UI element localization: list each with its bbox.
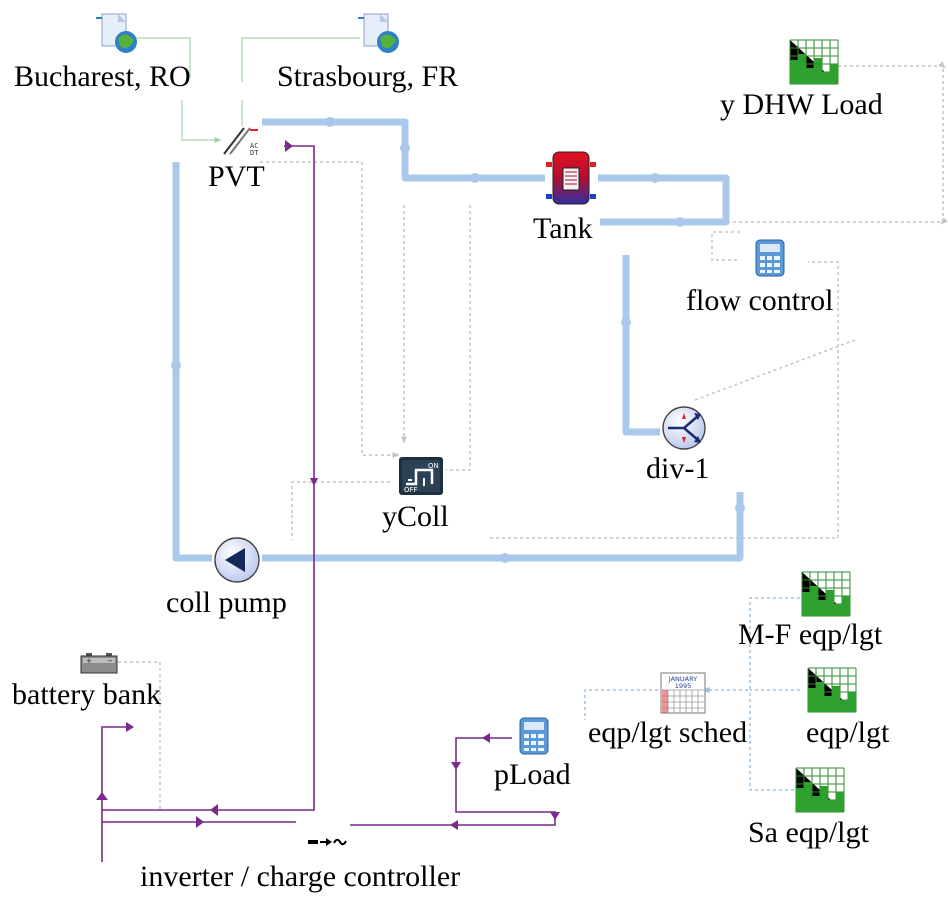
mf-eqp-label: M-F eqp/lgt xyxy=(738,618,883,651)
div-1-label: div-1 xyxy=(646,452,710,485)
profile-chart-icon[interactable] xyxy=(788,38,840,86)
bucharest-label: Bucharest, RO xyxy=(14,60,191,93)
svg-text:OFF: OFF xyxy=(404,486,418,494)
svg-text:ON: ON xyxy=(428,462,439,470)
battery-icon[interactable]: +− xyxy=(80,652,120,674)
weather-file-icon[interactable] xyxy=(96,12,144,56)
strasbourg-label: Strasbourg, FR xyxy=(277,60,459,93)
profile-chart-icon[interactable] xyxy=(800,570,852,618)
battery-bank-label: battery bank xyxy=(12,678,162,711)
profile-chart-icon[interactable] xyxy=(806,666,858,714)
svg-text:+: + xyxy=(86,657,92,665)
electric-arrows xyxy=(96,140,560,830)
svg-text:AC: AC xyxy=(250,142,258,150)
y-dhw-load-label: y DHW Load xyxy=(720,88,883,121)
pump-icon[interactable] xyxy=(211,536,263,584)
flow-control-label: flow control xyxy=(686,284,834,317)
sa-eqp-label: Sa eqp/lgt xyxy=(748,816,869,849)
svg-text:JANUARY: JANUARY xyxy=(668,675,697,683)
svg-text:−: − xyxy=(107,657,113,665)
coll-pump-label: coll pump xyxy=(166,586,287,619)
diverter-icon[interactable] xyxy=(660,404,710,452)
calculator-icon[interactable] xyxy=(518,716,550,756)
svg-text:1995: 1995 xyxy=(675,682,692,690)
pload-label: pLoad xyxy=(494,758,571,791)
schedule-links xyxy=(584,597,800,791)
svg-text:DT: DT xyxy=(250,149,259,157)
electric-links xyxy=(101,145,556,862)
eqp-label: eqp/lgt xyxy=(806,716,890,749)
control-links xyxy=(118,61,948,810)
ycoll-label: yColl xyxy=(382,500,449,533)
storage-tank-icon[interactable] xyxy=(544,150,598,208)
profile-chart-icon[interactable] xyxy=(794,766,846,814)
fluid-flow-markers xyxy=(171,117,745,563)
weather-file-icon[interactable] xyxy=(358,12,406,56)
tank-label: Tank xyxy=(533,212,593,245)
on-off-controller-icon[interactable]: ON OFF xyxy=(398,456,444,496)
calculator-icon[interactable] xyxy=(754,238,786,278)
eqp-sched-label: eqp/lgt sched xyxy=(588,716,748,749)
weather-links xyxy=(132,37,360,143)
inverter-label: inverter / charge controller xyxy=(140,860,461,893)
inverter-icon[interactable] xyxy=(306,832,350,852)
pvt-label: PVT xyxy=(208,160,265,193)
